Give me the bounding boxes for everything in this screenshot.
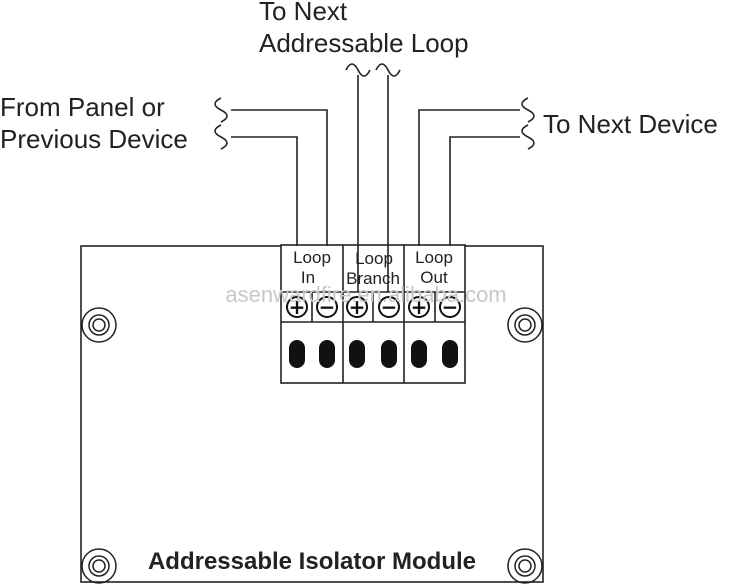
wire-slots	[289, 340, 458, 368]
terminal-in-minus-screw: −	[316, 295, 338, 319]
watermark: asenwardfire.en.alibaba.com	[225, 282, 506, 307]
break-symbol-right-top	[521, 97, 535, 123]
break-symbol-left-bottom	[214, 124, 228, 150]
svg-text:+: +	[411, 295, 428, 319]
wires-to-next-device	[418, 97, 535, 246]
label-from-panel-line1: From Panel or	[0, 92, 165, 122]
terminal-out-plus-screw: +	[408, 295, 430, 319]
slot-branch-plus	[349, 340, 365, 368]
label-to-next-device: To Next Device	[543, 109, 718, 139]
module-title: Addressable Isolator Module	[148, 548, 476, 575]
terminal-branch-minus-screw: −	[378, 295, 400, 319]
slot-out-minus	[442, 340, 458, 368]
svg-text:+: +	[349, 295, 366, 319]
label-to-next-line2: Addressable Loop	[259, 28, 469, 58]
terminal-block	[280, 244, 466, 384]
terminal-in-label-line2: In	[301, 268, 315, 287]
terminal-out-label-line1: Loop	[415, 248, 453, 267]
slot-out-plus	[411, 340, 427, 368]
svg-text:−: −	[381, 295, 398, 319]
svg-text:−: −	[442, 295, 459, 319]
terminal-branch-label-line2: Branch	[346, 269, 400, 288]
label-from-panel-line2: Previous Device	[0, 124, 188, 154]
break-symbol-top-right	[375, 63, 401, 77]
wires-from-panel	[214, 97, 328, 246]
label-to-next-line1: To Next	[259, 0, 348, 26]
svg-text:+: +	[289, 295, 306, 319]
terminal-out-minus-screw: −	[439, 295, 461, 319]
terminal-in-label-line1: Loop	[293, 248, 331, 267]
slot-branch-minus	[381, 340, 397, 368]
terminal-out-label-line2: Out	[420, 268, 448, 287]
mounting-hole-bottom-right	[507, 548, 543, 584]
terminal-branch-label-line1: Loop	[355, 249, 393, 268]
mounting-hole-bottom-left	[81, 548, 117, 584]
break-symbol-right-bottom	[521, 124, 535, 150]
terminal-in-plus-screw: +	[286, 295, 308, 319]
wires-to-next-loop	[345, 63, 401, 292]
svg-text:−: −	[319, 295, 336, 319]
break-symbol-left-top	[214, 97, 228, 123]
slot-in-plus	[289, 340, 305, 368]
mounting-hole-top-right	[507, 307, 543, 343]
mounting-hole-top-left	[81, 307, 117, 343]
break-symbol-top-left	[345, 63, 371, 77]
terminal-branch-plus-screw: +	[346, 295, 368, 319]
slot-in-minus	[319, 340, 335, 368]
